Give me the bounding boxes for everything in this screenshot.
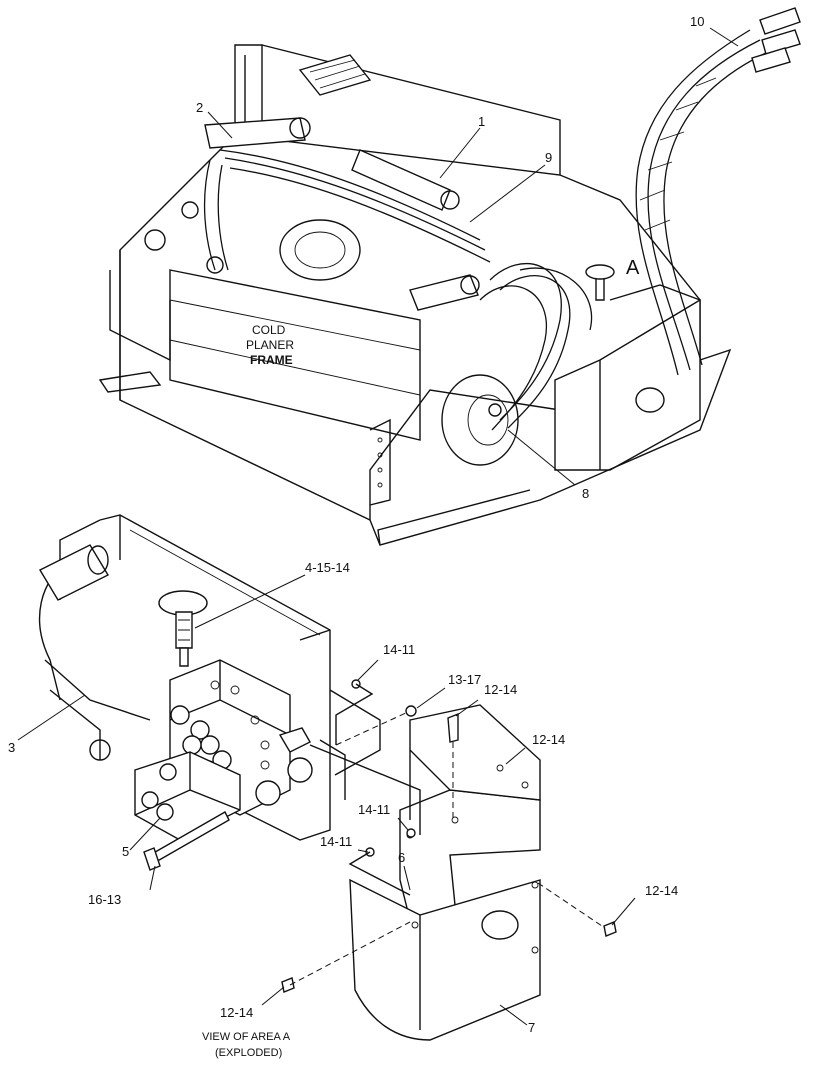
callout-12-14-cover: 12-14 <box>532 732 565 747</box>
callout-3: 3 <box>8 740 15 755</box>
callout-5: 5 <box>122 844 129 859</box>
callout-12-14-right: 12-14 <box>645 883 678 898</box>
cold-planer-frame-assembly <box>98 7 801 546</box>
callout-8: 8 <box>582 486 589 501</box>
callout-16-13: 16-13 <box>88 892 121 907</box>
callout-4-15-14: 4-15-14 <box>305 560 350 575</box>
callout-1: 1 <box>478 114 485 129</box>
callout-14-11-top: 14-11 <box>383 642 415 657</box>
callout-12-14-bottom: 12-14 <box>220 1005 253 1020</box>
callout-6: 6 <box>398 850 405 865</box>
area-marker-a: A <box>626 257 640 279</box>
callout-9: 9 <box>545 150 552 165</box>
callout-10: 10 <box>690 14 704 29</box>
view-label-line1: VIEW OF AREA A <box>202 1031 291 1043</box>
view-label-line2: (EXPLODED) <box>215 1047 282 1059</box>
frame-label-line1: COLD <box>252 323 286 337</box>
callout-13-17: 13-17 <box>448 672 481 687</box>
frame-label-line2: PLANER <box>246 338 294 352</box>
callout-12-14-top: 12-14 <box>484 682 517 697</box>
frame-label-line3: FRAME <box>250 353 293 367</box>
exploded-callouts: 4-15-14 3 5 16-13 14-11 13-17 12-14 12-1… <box>8 560 678 1059</box>
exploded-view-assembly <box>17 514 636 1041</box>
callout-7: 7 <box>528 1020 535 1035</box>
callout-14-11-mid: 14-11 <box>358 802 390 817</box>
callout-2: 2 <box>196 100 203 115</box>
upper-callouts: 1 2 9 10 8 A COLD PLANER FRAME <box>196 14 704 501</box>
callout-14-11-low: 14-11 <box>320 834 352 849</box>
